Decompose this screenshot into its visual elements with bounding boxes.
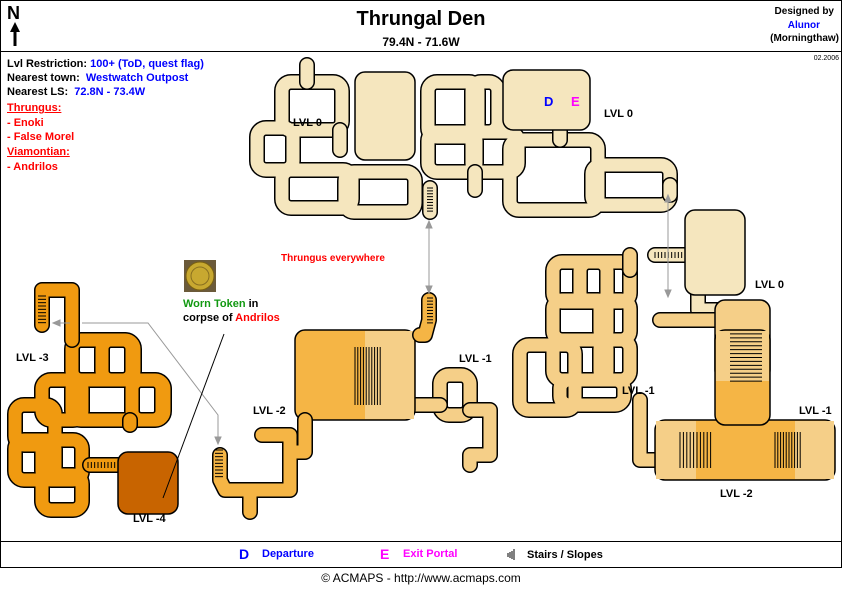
tunnel-lvl-3 bbox=[125, 373, 171, 427]
level-restriction: Lvl Restriction: 100+ (ToD, quest flag) bbox=[7, 58, 204, 70]
slope-area bbox=[716, 331, 769, 381]
tunnel-lvl-1 bbox=[513, 338, 582, 417]
legend-divider bbox=[0, 541, 842, 542]
token-mob: Andrilos bbox=[235, 312, 280, 324]
lvl-value: 100+ (ToD, quest flag) bbox=[90, 58, 204, 70]
tunnel-lvl-2 bbox=[213, 445, 297, 497]
level-label: LVL -1 bbox=[799, 405, 832, 417]
mob-item: - False Morel bbox=[7, 131, 75, 143]
author-name: Alunor bbox=[787, 20, 820, 31]
room-lvl0-portal bbox=[502, 69, 591, 131]
nearest-lifestone: Nearest LS: 72.8N - 73.4W bbox=[7, 86, 145, 98]
header-divider bbox=[0, 51, 842, 52]
exit-portal-marker: E bbox=[571, 94, 580, 109]
tunnel-lvl-1 bbox=[553, 373, 631, 412]
designed-by-label: Designed by bbox=[774, 6, 834, 17]
level-label: LVL -2 bbox=[720, 488, 753, 500]
page-title: Thrungal Den bbox=[356, 8, 486, 30]
stairs-legend-icon bbox=[507, 549, 515, 560]
town-value: Westwatch Outpost bbox=[85, 72, 189, 84]
mob-item: - Enoki bbox=[7, 117, 44, 129]
level-label: LVL -3 bbox=[16, 352, 49, 364]
departure-marker: D bbox=[544, 94, 554, 109]
legend-departure-label: Departure bbox=[262, 548, 314, 560]
room-lvl0 bbox=[354, 71, 416, 161]
token-location: corpse of Andrilos bbox=[183, 312, 280, 324]
footer-copyright: © ACMAPS - http://www.acmaps.com bbox=[321, 571, 521, 585]
tunnel-lvl0 bbox=[250, 121, 300, 177]
token-name: Worn Token bbox=[183, 298, 246, 310]
author-server: (Morningthaw) bbox=[770, 33, 839, 44]
nearest-town: Nearest town: Westwatch Outpost bbox=[7, 72, 188, 84]
legend-departure-marker: D bbox=[239, 546, 250, 562]
level-label: LVL -1 bbox=[622, 385, 655, 397]
legend-stairs-label: Stairs / Slopes bbox=[527, 549, 603, 561]
compass-label: N bbox=[7, 3, 20, 23]
tunnel-lvl-1 bbox=[433, 368, 477, 422]
level-label: LVL -4 bbox=[133, 513, 166, 525]
level-label: LVL 0 bbox=[755, 279, 784, 291]
mob-heading-thrungus: Thrungus: bbox=[7, 102, 62, 114]
town-label: Nearest town: bbox=[7, 72, 80, 84]
room-lvl0 bbox=[684, 209, 746, 296]
dungeon-coordinates: 79.4N - 71.6W bbox=[382, 35, 460, 49]
lvl-label: Lvl Restriction: bbox=[7, 58, 88, 70]
mob-item: - Andrilos bbox=[7, 161, 58, 173]
mob-heading-viamontian: Viamontian: bbox=[7, 146, 70, 158]
worn-token-icon bbox=[184, 260, 216, 292]
slope-area bbox=[795, 421, 834, 479]
tunnel-lvl0 bbox=[465, 75, 505, 139]
tunnel-lvl-3 bbox=[8, 433, 62, 487]
tunnel-lvl0 bbox=[338, 165, 422, 219]
token-pointer-line bbox=[162, 333, 225, 499]
level-label: LVL -1 bbox=[459, 353, 492, 365]
tunnel-lvl-1 bbox=[633, 393, 667, 467]
north-arrow-icon bbox=[10, 22, 20, 46]
token-corpse-text: corpse of bbox=[183, 312, 236, 324]
level-label: LVL 0 bbox=[604, 108, 633, 120]
legend-exit-label: Exit Portal bbox=[403, 548, 458, 560]
tunnel-lvl-3 bbox=[35, 468, 89, 517]
slope-area bbox=[656, 421, 696, 479]
level-label: LVL -2 bbox=[253, 405, 286, 417]
map-date: 02.2006 bbox=[813, 55, 839, 62]
slope-lvl-2 bbox=[365, 331, 414, 419]
tunnel-lvl0 bbox=[275, 163, 359, 215]
legend-exit-marker: E bbox=[380, 546, 390, 562]
tunnel-lvl-1 bbox=[463, 403, 497, 472]
map-note: Thrungus everywhere bbox=[281, 253, 385, 264]
ls-value: 72.8N - 73.4W bbox=[74, 86, 146, 98]
token-in: in bbox=[245, 298, 259, 310]
room-lvl-4 bbox=[117, 451, 179, 515]
token-note: Worn Token in bbox=[183, 298, 258, 310]
level-label: LVL 0 bbox=[293, 117, 322, 129]
tunnel-lvl-3 bbox=[35, 283, 79, 347]
ls-label: Nearest LS: bbox=[7, 86, 69, 98]
connection-arrows bbox=[51, 193, 672, 446]
